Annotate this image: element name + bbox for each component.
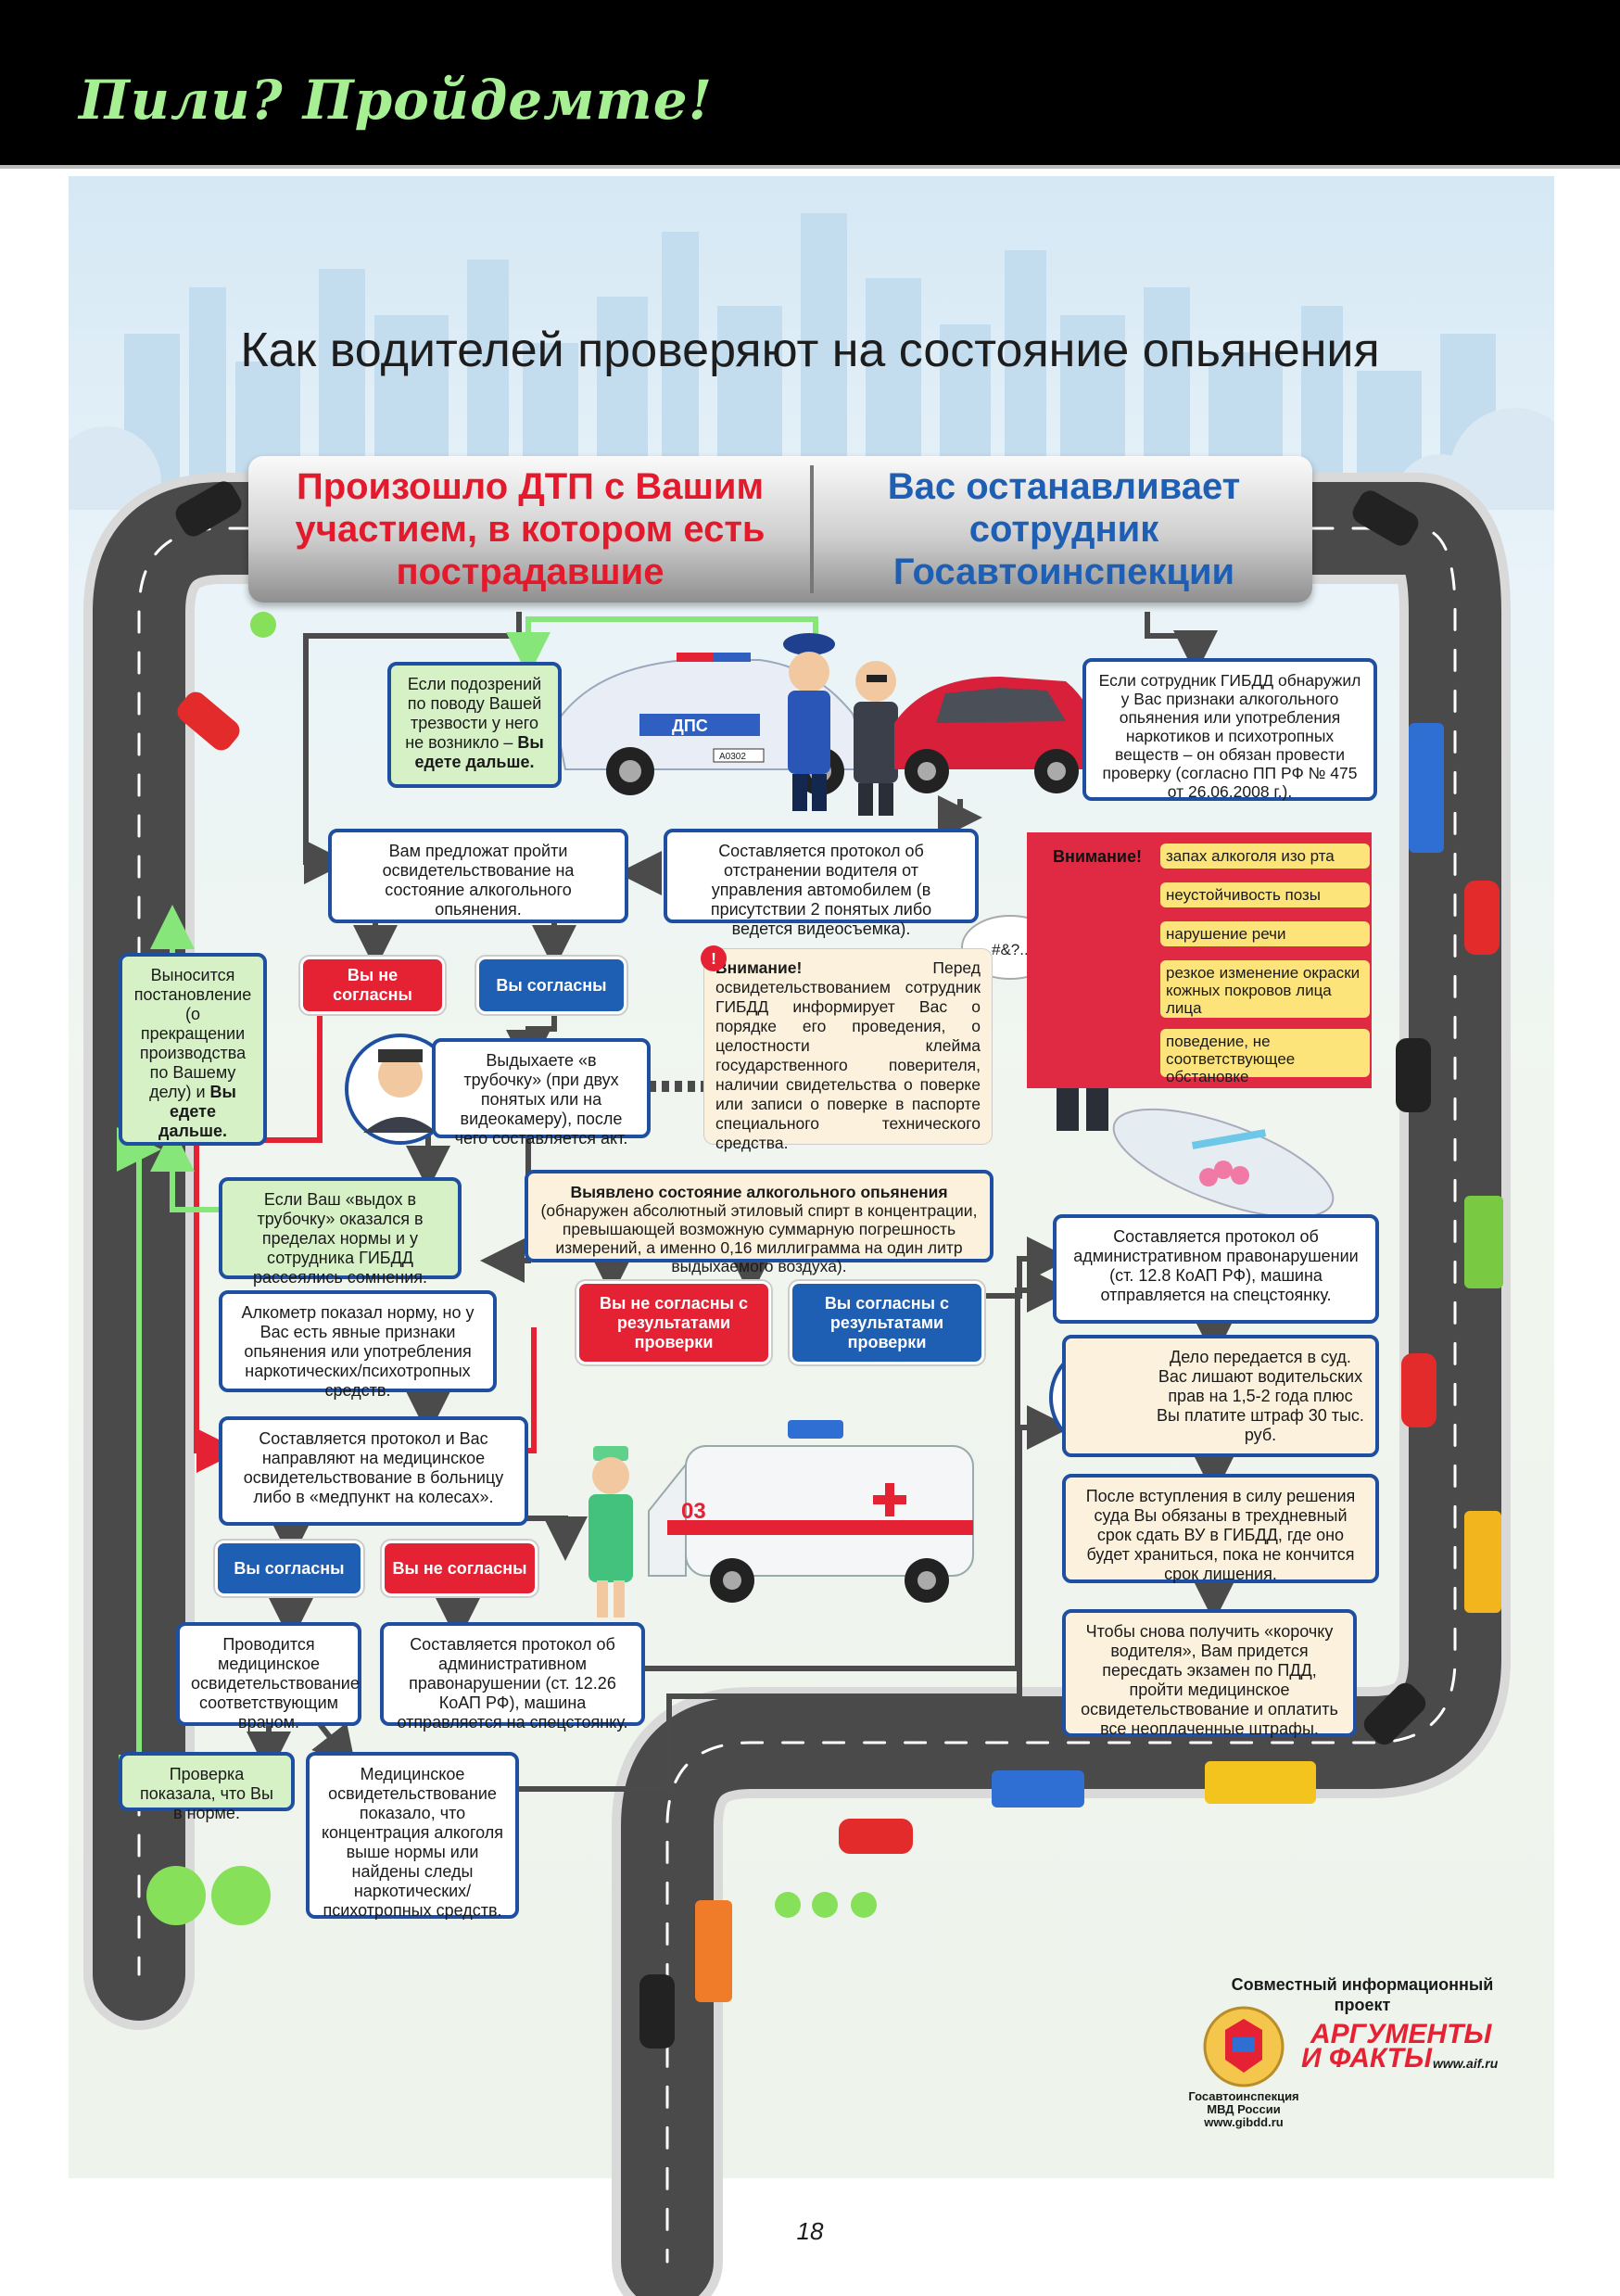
ambulance: 03 [648,1420,974,1603]
termination-bold: Вы едете дальше. [158,1083,236,1140]
box-within-norm: Если Ваш «выдох в трубочку» оказался в п… [219,1177,462,1287]
sign-item: поведение, не соответствующее обстановке [1160,1029,1370,1085]
tunnel-left-text: Произошло ДТП с Вашим участием, в которо… [295,466,766,592]
button-disagree: Вы не согласны [300,957,445,1014]
warning-icon: ! [701,945,727,971]
button-agree-results: Вы согласны с результатами проверки [790,1281,984,1364]
header-divider [0,165,1620,169]
button-agree: Вы согласны [476,957,626,1014]
page-number: 18 [796,2217,824,2245]
aif-logo-line1: АРГУМЕНТЫ [1310,2019,1492,2049]
trees [146,612,877,1925]
bottle-illustration [1112,1108,1335,1219]
nurse-figure [589,1446,633,1617]
gibdd-emblem [1203,2006,1285,2087]
button-disagree-2: Вы не согласны [382,1541,538,1596]
no-suspicion-bold: Вы едете дальше. [414,733,544,771]
box-get-back: Чтобы снова получить «корочку водителя»,… [1062,1609,1357,1738]
box-attention-info: ! Внимание! Перед освидетельствованием с… [701,945,992,1152]
road [83,473,1511,2296]
man-breathalyzer-avatar [345,1034,456,1145]
box-above-norm: Медицинское освидетельствование показало… [306,1752,519,1920]
box-court: Дело передается в суд. Вас лишают водите… [1062,1335,1379,1457]
policeman-figure [783,633,835,811]
no-suspicion-text: Если подозрений по поводу Вашей трезвост… [405,675,542,752]
infographic-title: Как водителей проверяют на состояние опь… [240,323,1380,377]
page-header: Пили? Пройдемте! [0,0,1620,165]
sign-item: нарушение речи [1160,921,1370,946]
box-offer-check: Вам предложат пройти освидетельствование… [328,829,628,923]
box-surrender: После вступления в силу решения суда Вы … [1062,1474,1379,1583]
footer-project: Совместный информационный проект [1231,1975,1494,2014]
attention-info-text: Перед освидетельствованием сотрудник ГИБ… [715,958,981,1152]
box-medical-protocol: Составляется протокол и Вас направляют н… [219,1416,528,1526]
box-protocol-removal: Составляется протокол об отстранении вод… [664,829,979,938]
box-detected: Выявлено состояние алкогольного опьянени… [525,1170,994,1275]
box-inspector-found: Если сотрудник ГИБДД обнаружил у Вас при… [1082,658,1377,801]
police-car-plate: А0302 [719,752,746,762]
man-suit-figure [854,661,898,816]
box-termination: Выносится постановление (о прекращении п… [119,953,267,1146]
aif-logo-line2: И ФАКТЫ [1301,2043,1432,2074]
box-breathe: Выдыхаете «в трубочку» (при двух понятых… [432,1038,651,1148]
road-cars [175,481,1503,2049]
tunnel-right-text: Вас останавливает сотрудник Госавтоинспе… [887,466,1241,592]
ambulance-label: 03 [681,1499,706,1524]
button-disagree-results: Вы не согласны с результатами проверки [576,1281,771,1364]
detected-bold: Выявлено состояние алкогольного опьянени… [570,1183,948,1201]
detected-text: (обнаружен абсолютный этиловый спирт в к… [540,1201,978,1275]
box-no-suspicion: Если подозрений по поводу Вашей трезвост… [387,662,562,788]
box-admin-protocol-2: Составляется протокол об административно… [380,1622,645,1732]
box-admin-protocol-1: Составляется протокол об административно… [1053,1214,1379,1324]
sign-item: резкое изменение окраски кожных покровов… [1160,960,1370,1018]
tunnel-banner: Произошло ДТП с Вашим участием, в которо… [248,456,1312,603]
gibdd-site: www.gibdd.ru [1204,2115,1284,2129]
speech-bubble-text: #&?... [992,941,1032,958]
sign-item: запах алкоголя изо рта [1160,844,1370,869]
tunnel-divider [810,465,814,593]
button-agree-2: Вы согласны [215,1541,363,1596]
termination-text: Выносится постановление (о прекращении п… [133,966,252,1101]
header-title: Пили? Пройдемте! [79,69,714,132]
box-normal: Проверка показала, что Вы в норме. [119,1752,295,1822]
box-norm-but-signs: Алкометр показал норму, но у Вас есть яв… [219,1290,497,1400]
gibdd-line2: МВД России [1207,2102,1281,2116]
gibdd-line1: Госавтоинспекция [1188,2089,1299,2103]
sign-item: неустойчивость позы [1160,882,1370,907]
attention-info-label: Внимание! [715,958,803,977]
police-car-label: ДПС [672,717,708,735]
attention-panel-title: Внимание! [1053,847,1142,866]
box-medical-exam: Проводится медицинское освидетельствован… [176,1622,361,1732]
red-car [894,677,1098,793]
aif-site: www.aif.ru [1433,2056,1499,2071]
